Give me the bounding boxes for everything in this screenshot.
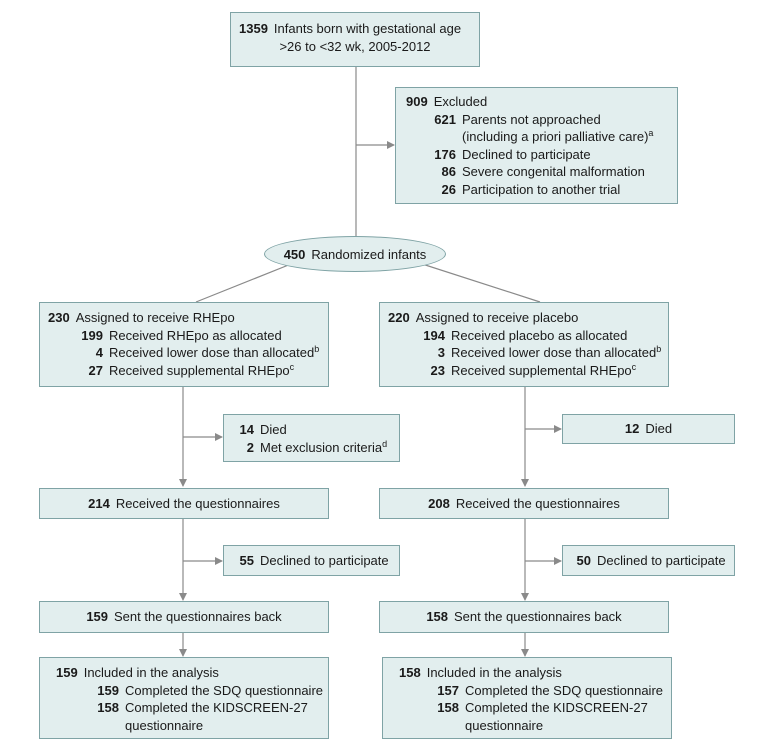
right-received-count: 208: [428, 496, 450, 511]
left-analysis-item-label-cont: questionnaire: [125, 717, 204, 733]
left-died-count: 14: [239, 422, 254, 437]
right-analysis-item-label-cont: questionnaire: [465, 717, 544, 733]
left-analysis-item-label: Completed the KIDSCREEN-27: [125, 700, 308, 715]
connector-to-right-arm: [415, 261, 541, 303]
excluded-item-label: Parents not approached: [462, 111, 601, 127]
enrollment-label-line2: >26 to <32 wk, 2005-2012: [279, 38, 431, 54]
left-analysis-box: 159 Included in the analysis 159 Complet…: [39, 657, 329, 739]
right-sent-label: Sent the questionnaires back: [454, 609, 622, 624]
right-died-label: Died: [645, 421, 673, 436]
left-assign-label: Assigned to receive RHEpo: [75, 310, 235, 325]
excluded-item-count: 621: [434, 111, 456, 127]
left-received-label: Received the questionnaires: [115, 496, 280, 511]
right-analysis-box: 158 Included in the analysis 157 Complet…: [382, 657, 672, 739]
connector-to-left-arm: [195, 261, 297, 303]
right-assign-count: 220: [388, 310, 410, 325]
footnote-marker: a: [648, 128, 654, 138]
excluded-item-label: Participation to another trial: [462, 181, 621, 197]
excluded-label: Excluded: [433, 94, 488, 109]
right-assign-box: 220 Assigned to receive placebo 194 Rece…: [379, 302, 669, 387]
left-assign-item-label: Received supplemental RHEpoc: [109, 361, 295, 378]
right-analysis-item-count: 158: [437, 700, 459, 715]
right-assign-item-label: Received placebo as allocated: [451, 327, 628, 343]
excluded-item-count: 176: [434, 146, 456, 162]
left-sent-count: 159: [86, 609, 109, 624]
enrollment-box: 1359 Infants born with gestational age >…: [230, 12, 480, 67]
left-received-box: 214 Received the questionnaires: [39, 488, 329, 519]
left-analysis-label: Included in the analysis: [83, 665, 219, 680]
right-assign-label: Assigned to receive placebo: [415, 310, 579, 325]
excluded-item-count: 26: [441, 181, 456, 197]
footnote-marker: b: [656, 344, 662, 354]
left-analysis-count: 159: [56, 665, 78, 680]
right-sent-count: 158: [426, 609, 449, 624]
right-declined-box: 50 Declined to participate: [562, 545, 735, 576]
left-declined-box: 55 Declined to participate: [223, 545, 400, 576]
right-assign-item-label: Received supplemental RHEpoc: [451, 361, 637, 378]
left-assign-count: 230: [48, 310, 70, 325]
left-exclusion-count: 2: [246, 439, 254, 455]
left-sent-label: Sent the questionnaires back: [114, 609, 282, 624]
excluded-item-count: 86: [441, 164, 456, 179]
right-analysis-count: 158: [399, 665, 421, 680]
enrollment-count: 1359: [239, 21, 268, 36]
left-died-box: 14 Died 2 Met exclusion criteriad: [223, 414, 400, 462]
right-died-box: 12 Died: [562, 414, 735, 444]
right-analysis-item-label: Completed the SDQ questionnaire: [465, 682, 664, 698]
left-sent-box: 159 Sent the questionnaires back: [39, 601, 329, 633]
randomized-label: Randomized infants: [311, 246, 427, 262]
right-analysis-item-label: Completed the KIDSCREEN-27: [465, 700, 648, 715]
right-died-count: 12: [624, 421, 640, 436]
enrollment-label: Infants born with gestational age: [273, 21, 462, 36]
right-received-box: 208 Received the questionnaires: [379, 488, 669, 519]
left-exclusion-label: Met exclusion criteriad: [260, 438, 388, 455]
right-declined-label: Declined to participate: [597, 553, 726, 568]
left-assign-item-count: 27: [88, 362, 103, 378]
right-sent-box: 158 Sent the questionnaires back: [379, 601, 669, 633]
excluded-item-label-cont: (including a priori palliative care)a: [462, 128, 654, 145]
left-assign-item-label: Received lower dose than allocatedb: [109, 344, 320, 361]
footnote-marker: d: [382, 438, 388, 449]
right-declined-count: 50: [576, 553, 591, 568]
right-analysis-item-count: 157: [437, 682, 459, 698]
right-received-label: Received the questionnaires: [455, 496, 620, 511]
randomized-count: 450: [283, 246, 306, 262]
excluded-box: 909 Excluded 621 Parents not approached …: [395, 87, 678, 204]
left-assign-item-label: Received RHEpo as allocated: [109, 327, 282, 343]
left-assign-box: 230 Assigned to receive RHEpo 199 Receiv…: [39, 302, 329, 387]
left-declined-count: 55: [239, 553, 254, 568]
left-analysis-item-count: 158: [97, 700, 119, 715]
excluded-item-label: Severe congenital malformation: [462, 164, 645, 179]
right-assign-item-count: 23: [430, 362, 445, 378]
right-assign-item-count: 194: [423, 327, 445, 343]
left-declined-label: Declined to participate: [260, 553, 389, 568]
right-analysis-label: Included in the analysis: [426, 665, 562, 680]
randomized-ellipse: 450 Randomized infants: [264, 236, 446, 272]
footnote-marker: c: [631, 361, 637, 372]
left-assign-item-count: 199: [81, 327, 103, 343]
excluded-item-label: Declined to participate: [462, 146, 591, 162]
left-analysis-item-label: Completed the SDQ questionnaire: [125, 682, 324, 698]
left-assign-item-count: 4: [95, 345, 103, 360]
footnote-marker: b: [314, 344, 320, 354]
left-died-label: Died: [260, 422, 287, 437]
left-received-count: 214: [88, 496, 110, 511]
left-analysis-item-count: 159: [97, 682, 119, 698]
footnote-marker: c: [289, 361, 295, 372]
right-assign-item-label: Received lower dose than allocatedb: [451, 344, 662, 361]
excluded-count: 909: [406, 94, 428, 109]
right-assign-item-count: 3: [437, 345, 445, 360]
